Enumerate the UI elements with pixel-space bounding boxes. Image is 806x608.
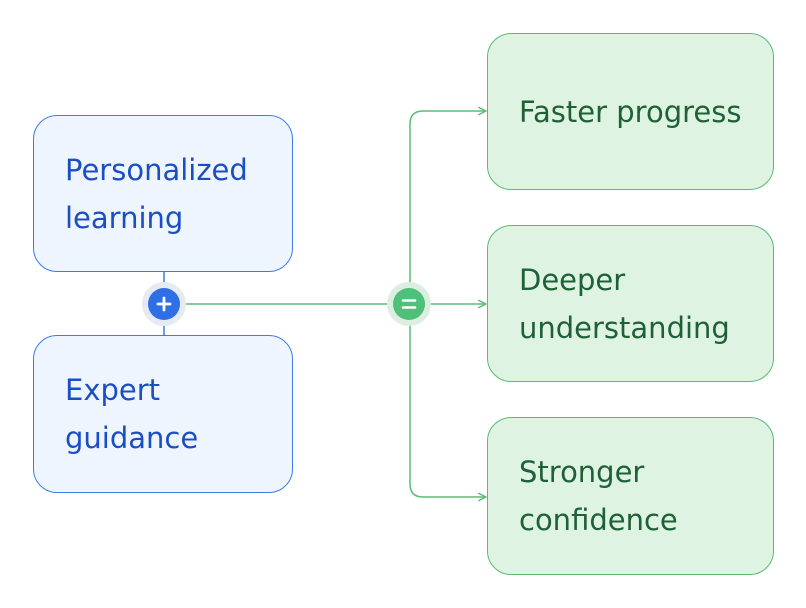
- outcome-node-label: Deeper understanding: [519, 262, 730, 345]
- plus-icon: [142, 282, 186, 326]
- input-node-personalized-learning: Personalized learning: [33, 115, 293, 272]
- branch-faster: [409, 106, 487, 287]
- equals-icon: [387, 282, 431, 326]
- input-node-label: Expert guidance: [65, 373, 199, 455]
- outcome-node-faster-progress: Faster progress: [487, 33, 774, 190]
- outcome-node-label: Faster progress: [519, 94, 742, 129]
- outcome-node-deeper-understanding: Deeper understanding: [487, 225, 774, 382]
- outcome-node-label: Stronger confidence: [519, 455, 678, 537]
- branch-stronger: [409, 321, 487, 502]
- input-node-label: Personalized learning: [65, 152, 248, 235]
- outcome-node-stronger-confidence: Stronger confidence: [487, 417, 774, 575]
- input-node-expert-guidance: Expert guidance: [33, 335, 293, 493]
